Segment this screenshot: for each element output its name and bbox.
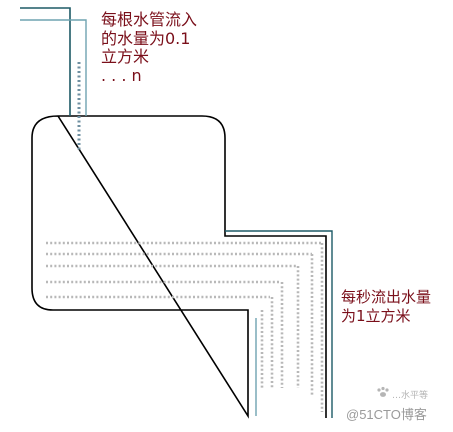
inflow-label-line-2: 的水量为0.1 xyxy=(101,28,191,48)
inlet-pipe-outer-wall xyxy=(20,7,71,116)
watermark-text: @51CTO博客 xyxy=(346,407,427,422)
outflow-label-line-2: 为1立方米 xyxy=(341,307,411,325)
tank-outline xyxy=(31,115,327,419)
outlet-water-flow xyxy=(260,243,324,412)
inflow-label: 每根水管流入 的水量为0.1 立方米 . . . n xyxy=(101,10,198,85)
inflow-label-line-1: 每根水管流入 xyxy=(101,10,198,29)
watermark-small-text: …水平等 xyxy=(392,391,429,401)
inlet-pipe-inner-wall xyxy=(20,19,87,116)
outflow-label-line-1: 每秒流出水量 xyxy=(341,288,432,306)
inflow-label-line-4: . . . n xyxy=(101,65,142,85)
tank-water-flow xyxy=(46,241,322,299)
paw-icon xyxy=(377,386,389,397)
outlet-pipe-outer-wall xyxy=(225,230,333,418)
inflow-label-line-3: 立方米 xyxy=(101,47,150,66)
outflow-label: 每秒流出水量 为1立方米 xyxy=(341,288,431,326)
